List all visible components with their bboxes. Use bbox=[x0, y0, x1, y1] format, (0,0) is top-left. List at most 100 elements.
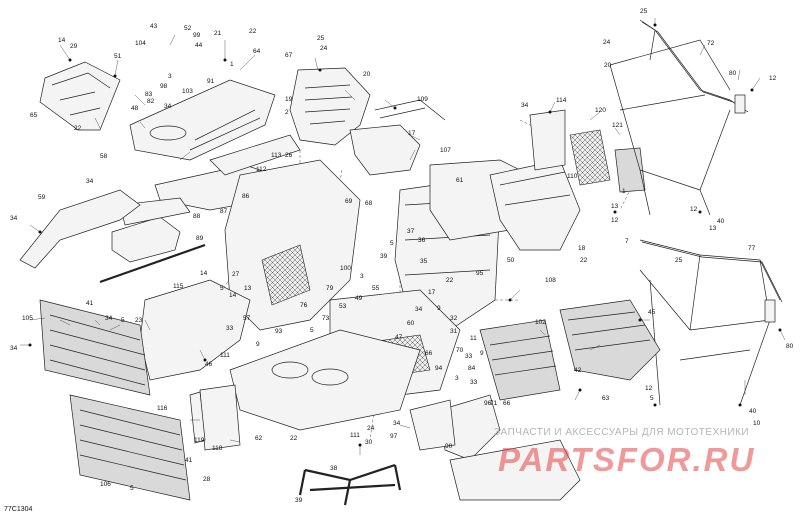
callout-label: 19 bbox=[285, 96, 293, 103]
callout-label: 94 bbox=[435, 365, 443, 372]
callout-label: 119 bbox=[194, 437, 205, 444]
callout-label: 5 bbox=[220, 285, 224, 292]
callout-label: 20 bbox=[604, 62, 612, 69]
callout-label: 38 bbox=[330, 465, 338, 472]
callout-label: 28 bbox=[203, 476, 211, 483]
callout-label: 68 bbox=[365, 200, 373, 207]
callout-label: 41 bbox=[86, 300, 94, 307]
callout-label: 67 bbox=[285, 52, 293, 59]
callout-label: 10 bbox=[753, 420, 761, 427]
callout-label: 18 bbox=[578, 245, 586, 252]
callout-label: 109 bbox=[417, 96, 428, 103]
callout-label: 21 bbox=[214, 30, 222, 37]
callout-label: 1 bbox=[230, 61, 234, 68]
callout-label: 34 bbox=[415, 306, 423, 313]
callout-label: 9 bbox=[256, 341, 260, 348]
callout-label: 41 bbox=[185, 457, 193, 464]
callout-label: 5 bbox=[130, 485, 134, 492]
callout-label: 106 bbox=[100, 481, 111, 488]
part-lower-floor bbox=[229, 329, 421, 431]
part-side-panels-right bbox=[479, 299, 661, 401]
callout-label: 91 bbox=[207, 78, 215, 85]
callout-label: 17 bbox=[408, 130, 416, 137]
callout-labels: 14 29 51 43 52 99 104 44 98 103 21 64 22… bbox=[10, 8, 794, 504]
callout-label: 40 bbox=[749, 408, 757, 415]
callout-label: 33 bbox=[465, 353, 473, 360]
callout-label: 12 bbox=[611, 217, 619, 224]
callout-label: 24 bbox=[320, 45, 328, 52]
callout-label: 17 bbox=[428, 289, 436, 296]
callout-label: 120 bbox=[595, 107, 606, 114]
callout-label: 39 bbox=[380, 253, 388, 260]
callout-label: 60 bbox=[407, 320, 415, 327]
callout-label: 37 bbox=[407, 228, 415, 235]
callout-label: 1 bbox=[622, 188, 626, 195]
callout-label: 79 bbox=[326, 285, 334, 292]
callout-label: 34 bbox=[10, 345, 18, 352]
callout-label: 25 bbox=[317, 35, 325, 42]
callout-label: 12 bbox=[769, 75, 777, 82]
callout-label: 98 bbox=[160, 83, 168, 90]
callout-label: 66 bbox=[503, 400, 511, 407]
callout-label: 51 bbox=[114, 53, 122, 60]
leader-lines bbox=[20, 18, 786, 455]
callout-label: 22 bbox=[290, 435, 298, 442]
callout-label: 64 bbox=[253, 48, 261, 55]
callout-label: 42 bbox=[574, 367, 582, 374]
callout-label: 9 bbox=[480, 350, 484, 357]
callout-label: 95 bbox=[476, 270, 484, 277]
callout-label: 112 bbox=[256, 166, 267, 173]
callout-label: 34 bbox=[86, 178, 94, 185]
callout-label: 76 bbox=[300, 302, 308, 309]
callout-label: 34 bbox=[105, 315, 113, 322]
callout-label: 33 bbox=[470, 379, 478, 386]
callout-label: 48 bbox=[131, 105, 139, 112]
callout-label: 7 bbox=[625, 238, 629, 245]
callout-label: 82 bbox=[147, 98, 155, 105]
callout-label: 44 bbox=[195, 42, 203, 49]
callout-label: 66 bbox=[425, 350, 433, 357]
callout-label: 35 bbox=[420, 258, 428, 265]
callout-label: 59 bbox=[38, 194, 46, 201]
part-dash-cover bbox=[39, 61, 121, 131]
callout-label: 53 bbox=[339, 303, 347, 310]
callout-label: 100 bbox=[340, 265, 351, 272]
callout-label: 118 bbox=[212, 445, 223, 452]
part-front-grille bbox=[39, 299, 151, 396]
callout-label: 105 bbox=[22, 315, 33, 322]
watermark-tagline: ЗАПЧАСТИ И АКСЕССУАРЫ ДЛЯ МОТОТЕХНИКИ bbox=[494, 427, 750, 438]
callout-label: 33 bbox=[226, 325, 234, 332]
callout-label: 25 bbox=[675, 257, 683, 264]
callout-label: 12 bbox=[645, 385, 653, 392]
part-seat-base bbox=[298, 463, 402, 506]
part-mesh-panels bbox=[569, 129, 646, 193]
callout-label: 96 bbox=[484, 400, 492, 407]
callout-label: 52 bbox=[184, 25, 192, 32]
callout-label: 113 bbox=[271, 152, 282, 159]
callout-label: 108 bbox=[545, 277, 556, 284]
callout-label: 22 bbox=[74, 125, 82, 132]
callout-label: 65 bbox=[30, 112, 38, 119]
callout-label: 14 bbox=[200, 270, 208, 277]
callout-label: 5 bbox=[310, 327, 314, 334]
callout-label: 31 bbox=[450, 328, 458, 335]
part-right-console bbox=[429, 159, 581, 251]
callout-label: 47 bbox=[395, 334, 403, 341]
callout-label: 27 bbox=[232, 271, 240, 278]
callout-label: 34 bbox=[10, 215, 18, 222]
callout-label: 102 bbox=[535, 319, 546, 326]
callout-label: 84 bbox=[468, 365, 476, 372]
callout-label: 23 bbox=[135, 317, 143, 324]
callout-label: 89 bbox=[196, 235, 204, 242]
callout-label: 80 bbox=[729, 70, 737, 77]
callout-label: 3 bbox=[360, 273, 364, 280]
callout-label: 57 bbox=[243, 315, 251, 322]
callout-label: 26 bbox=[285, 152, 293, 159]
callout-label: 45 bbox=[648, 309, 656, 316]
callout-label: 5 bbox=[650, 395, 654, 402]
callout-label: 97 bbox=[390, 433, 398, 440]
callout-label: 87 bbox=[220, 208, 228, 215]
callout-label: 83 bbox=[145, 91, 153, 98]
watermark-logo: PARTSFOR.RU bbox=[498, 441, 756, 478]
